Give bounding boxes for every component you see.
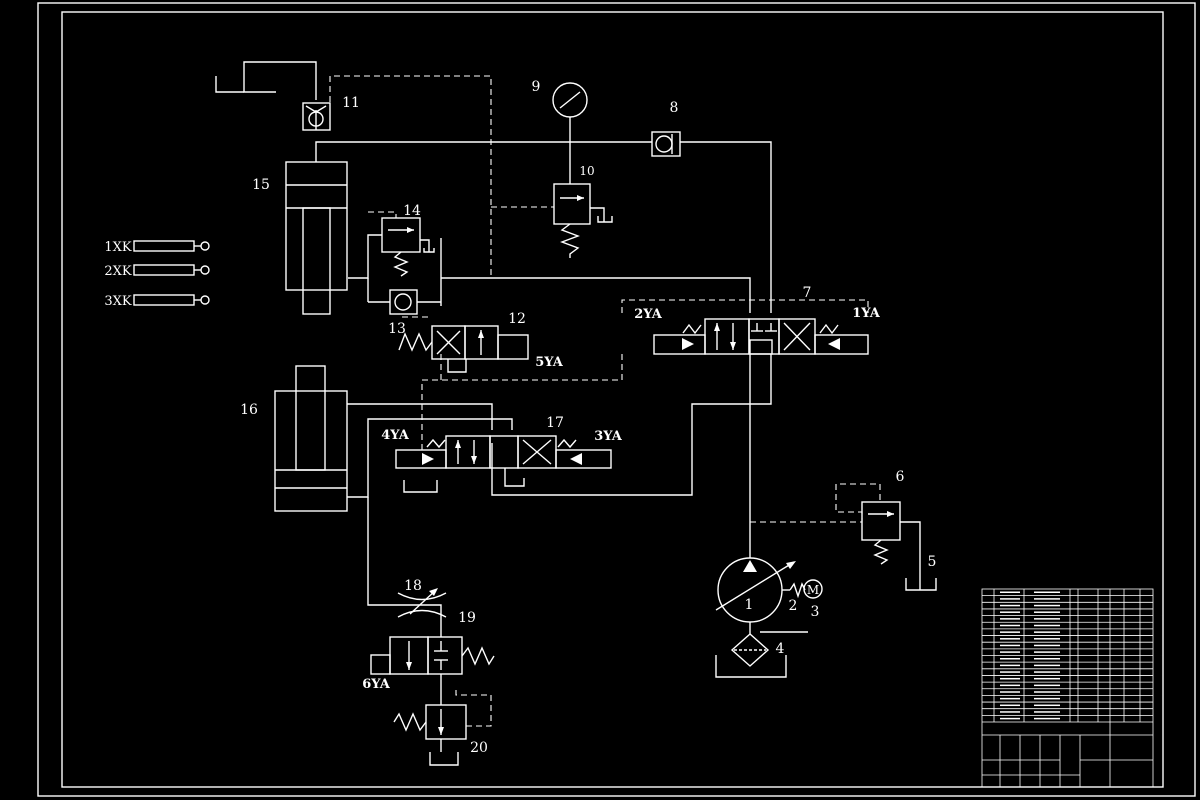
label-2: 2	[789, 598, 798, 614]
parts-list-cell-mark	[1034, 651, 1060, 653]
parts-list-cell-mark	[1034, 638, 1060, 640]
parts-list-cell-mark	[1000, 651, 1020, 653]
parts-list-cell-mark	[1034, 691, 1060, 693]
parts-list-cell-mark	[1034, 618, 1060, 620]
outer-frame	[37, 2, 1196, 797]
pressure-valve-10	[553, 142, 613, 258]
solenoid-valve-12	[398, 325, 529, 373]
cylinder-15	[285, 161, 348, 315]
check-valve-13	[389, 289, 418, 315]
label-15: 15	[252, 177, 270, 193]
parts-list-cell-mark	[1034, 684, 1060, 687]
pressure-valve-20	[393, 704, 467, 766]
parts-list-cell-mark	[1000, 638, 1020, 640]
parts-list-cell-mark	[1000, 611, 1020, 613]
parts-list-cell-mark	[1034, 677, 1060, 680]
label-7: 7	[803, 285, 812, 301]
parts-list-cell-mark	[1000, 591, 1020, 593]
solenoid-labels: 1YA 2YA 3YA 4YA 5YA 6YA 1XK 2XK 3XK	[104, 240, 880, 692]
parts-list-cell-mark	[1000, 691, 1020, 693]
inner-frame	[61, 11, 1164, 788]
parts-list-cell-mark	[1034, 711, 1060, 713]
label-5ya: 5YA	[535, 355, 563, 370]
check-valve-11	[302, 102, 331, 131]
label-3: 3	[811, 604, 820, 620]
label-6: 6	[896, 469, 905, 485]
parts-list-cell-mark	[1034, 604, 1060, 607]
pressure-gauge-9	[552, 82, 588, 142]
label-10: 10	[579, 164, 594, 178]
pump-1	[715, 557, 808, 634]
solenoid-valve-19	[370, 636, 495, 675]
title-block	[981, 588, 1154, 788]
parts-list-cell-mark	[1034, 624, 1060, 627]
filter-4	[715, 633, 787, 678]
sequence-valve-14	[381, 217, 435, 277]
label-1ya: 1YA	[852, 306, 880, 321]
parts-list-cell-mark	[1000, 624, 1020, 627]
label-8: 8	[670, 100, 679, 116]
label-16: 16	[240, 402, 258, 418]
parts-list-cell-mark	[1034, 591, 1060, 593]
parts-list-cell-mark	[1000, 658, 1020, 660]
parts-list-cell-mark	[1034, 671, 1060, 673]
label-3xk: 3XK	[104, 294, 132, 309]
parts-list-cell-mark	[1034, 611, 1060, 613]
parts-list-cell-mark	[1034, 717, 1060, 720]
parts-list-cell-mark	[1034, 664, 1060, 667]
parts-list-cell-mark	[1000, 604, 1020, 607]
label-14: 14	[403, 203, 421, 219]
check-valve-8	[651, 131, 681, 157]
parts-list-cell-mark	[1000, 711, 1020, 713]
component-labels: 1 2 3 4 5 6 7 8 9 10 11 12 13 14 15 16 1…	[240, 79, 936, 756]
motor-3: M	[803, 579, 823, 599]
parts-list-cell-mark	[1000, 671, 1020, 673]
label-19: 19	[458, 610, 476, 626]
main-pipelines	[215, 61, 772, 705]
parts-list-cell-mark	[1000, 717, 1020, 720]
parts-list-cell-mark	[1000, 677, 1020, 680]
parts-list-cell-mark	[1034, 658, 1060, 660]
parts-list-cell-mark	[1000, 697, 1020, 700]
parts-list-cell-mark	[1000, 598, 1020, 600]
label-4ya: 4YA	[381, 428, 409, 443]
parts-list-cell-mark	[1000, 664, 1020, 667]
label-2ya: 2YA	[634, 307, 662, 322]
label-12: 12	[508, 311, 526, 327]
parts-list-cell-mark	[1000, 631, 1020, 633]
label-4: 4	[776, 641, 785, 657]
label-13: 13	[388, 321, 406, 337]
label-20: 20	[470, 740, 488, 756]
label-17: 17	[546, 415, 564, 431]
parts-list-cell-mark	[1000, 684, 1020, 687]
label-18: 18	[404, 578, 422, 594]
label-2xk: 2XK	[104, 264, 132, 279]
throttle-18	[397, 588, 447, 618]
motor-label: M	[807, 583, 819, 597]
directional-valve-7	[653, 318, 869, 355]
parts-list-cell-mark	[1034, 704, 1060, 707]
parts-list-cell-mark	[1034, 598, 1060, 600]
parts-list-cell-mark	[1034, 697, 1060, 700]
parts-list-cell-mark	[1034, 644, 1060, 647]
directional-valve-17	[395, 435, 612, 493]
pilot-lines	[329, 75, 881, 727]
label-5: 5	[928, 554, 937, 570]
parts-list-cell-mark	[1000, 704, 1020, 707]
parts-list-cell-mark	[1000, 618, 1020, 620]
label-1xk: 1XK	[104, 240, 132, 255]
relief-valve-6	[861, 501, 937, 591]
limit-switches	[133, 240, 210, 306]
label-6ya: 6YA	[362, 677, 390, 692]
parts-list-cell-mark	[1000, 644, 1020, 647]
parts-list-grid	[982, 589, 1153, 722]
label-9: 9	[532, 79, 541, 95]
parts-list-cell-mark	[1034, 631, 1060, 633]
cylinder-16	[274, 365, 348, 512]
label-3ya: 3YA	[594, 429, 622, 444]
label-11: 11	[342, 95, 360, 111]
label-1: 1	[745, 597, 754, 613]
